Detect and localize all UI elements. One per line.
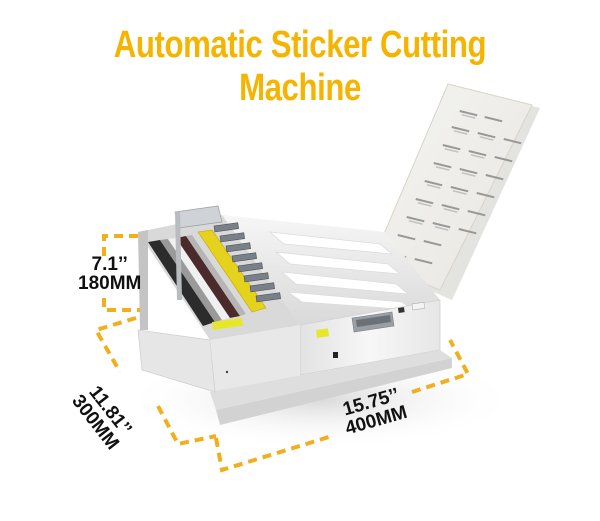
height-dimension-label: 7.1’’ 180MM bbox=[78, 255, 141, 293]
machine-body bbox=[137, 205, 452, 425]
yellow-blade-strip bbox=[197, 229, 267, 313]
warning-label bbox=[316, 328, 329, 338]
control-display-panel bbox=[351, 302, 426, 333]
dimension-lines bbox=[93, 234, 471, 473]
height-inches: 7.1’’ bbox=[91, 254, 128, 275]
warning-label bbox=[211, 317, 243, 330]
height-mm: 180MM bbox=[78, 273, 142, 294]
usb-port bbox=[333, 352, 338, 358]
page-title: Automatic Sticker Cutting Machine bbox=[113, 24, 487, 109]
roller-assembly bbox=[148, 235, 246, 326]
cutter-blades bbox=[213, 222, 281, 303]
sticker-sheet-tray bbox=[371, 83, 540, 300]
